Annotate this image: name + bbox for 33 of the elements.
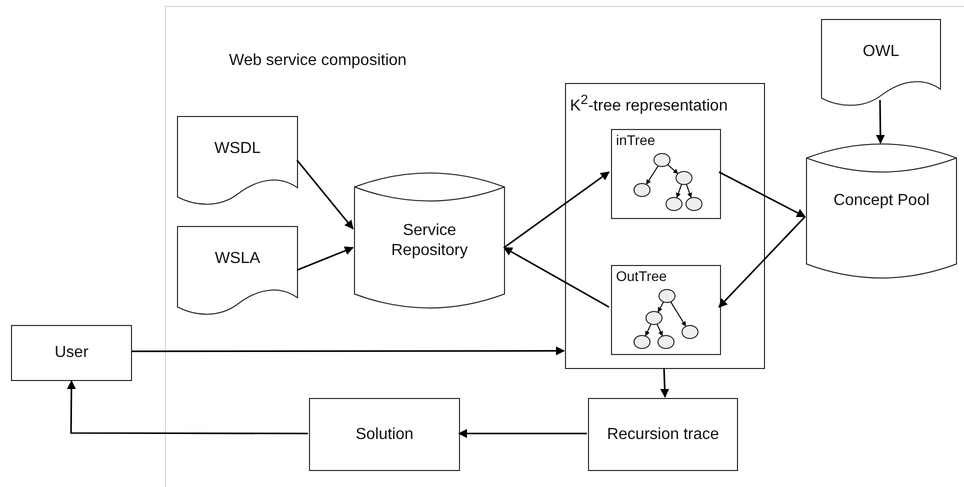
node-label: Concept Pool (832, 191, 931, 211)
node-label: Solution (354, 424, 414, 444)
heading: inTree (616, 132, 656, 150)
arrow (503, 246, 610, 308)
process-box (11, 325, 132, 381)
arrow (296, 246, 354, 271)
database-cylinder (354, 173, 505, 308)
node-label: WSDL (213, 139, 262, 159)
tree-box (611, 265, 721, 355)
arrow (504, 171, 610, 248)
arrow (66, 380, 308, 434)
tree-box (611, 129, 721, 219)
node-label: User (54, 343, 90, 363)
node-label: Recursion trace (606, 424, 720, 444)
heading: K$^{2}$-tree representation (570, 92, 728, 116)
database-cylinder (806, 144, 957, 278)
heading: OutTree (616, 268, 667, 286)
arrow (458, 429, 587, 438)
group-box (565, 83, 765, 369)
arrow (660, 368, 670, 398)
arrow (718, 171, 806, 218)
node-label: WSLA (214, 249, 262, 269)
composition-panel (165, 6, 964, 487)
arrow (876, 100, 885, 144)
process-box (309, 398, 460, 471)
arrow (296, 160, 354, 230)
arrow (132, 346, 565, 356)
arrow (718, 216, 806, 308)
heading: Web service composition (229, 51, 407, 71)
node-label: OWL (862, 42, 900, 62)
process-box (588, 398, 738, 471)
document-shape (821, 19, 941, 109)
node-label: Service Repository (390, 220, 469, 260)
